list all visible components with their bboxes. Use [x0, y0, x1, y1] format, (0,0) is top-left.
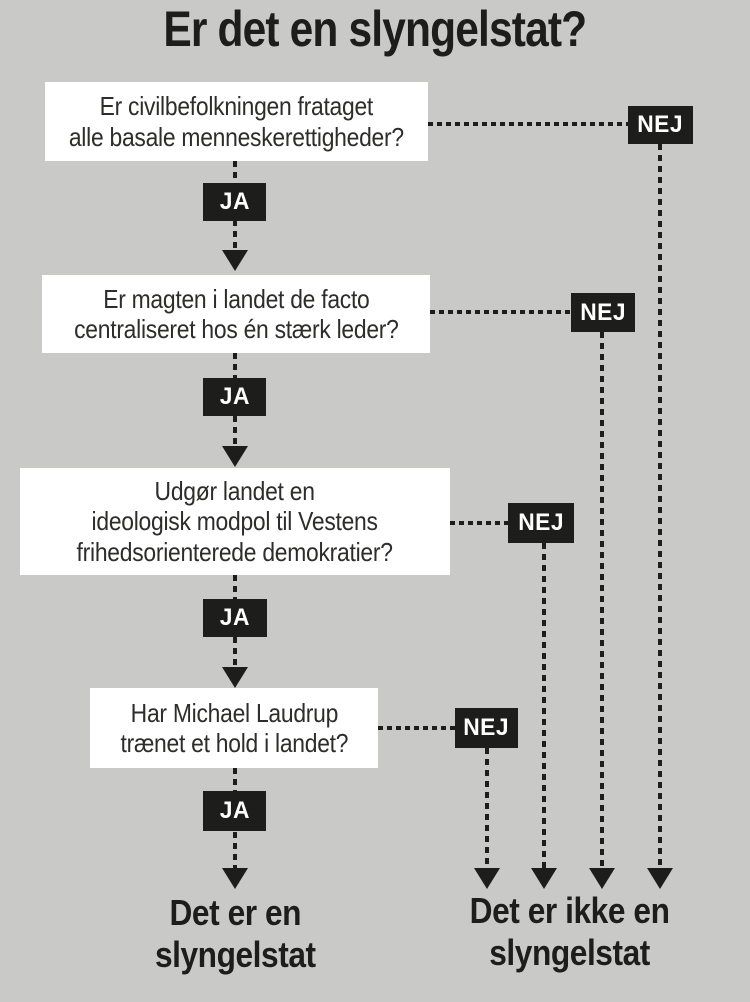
outcome-not-rogue-state: Det er ikke en slyngelstat — [395, 890, 745, 974]
dotted-connector-q1-nej1 — [428, 122, 628, 126]
arrowhead-down-icon-nej1 — [647, 868, 673, 889]
nej-label-3-text: NEJ — [518, 509, 564, 536]
nej-label-4-text: NEJ — [463, 714, 510, 741]
outcome-rogue-state: Det er en slyngelstat — [60, 892, 410, 976]
dotted-connector-q1-ja1 — [233, 161, 237, 183]
arrowhead-down-icon-ja1 — [222, 250, 248, 271]
arrowhead-down-icon-nej2 — [589, 868, 615, 889]
arrowhead-down-icon-ja4 — [222, 868, 248, 889]
question-box-1: Er civilbefolkningen frataget alle basal… — [45, 82, 428, 161]
question-box-3: Udgør landet en ideologisk modpol til Ve… — [20, 468, 450, 575]
ja-label-3-text: JA — [219, 604, 251, 631]
nej-label-2: NEJ — [571, 293, 635, 332]
outcome-rogue-state-text: Det er en slyngelstat — [154, 892, 316, 975]
ja-label-4-text: JA — [219, 797, 250, 824]
ja-label-2: JA — [203, 378, 266, 416]
dotted-connector-q2-nej2 — [430, 310, 571, 314]
nej-label-1: NEJ — [628, 106, 693, 144]
arrowhead-down-icon-ja2 — [222, 446, 248, 467]
dotted-connector-ja3-arrow — [233, 637, 237, 667]
outcome-not-rogue-state-text: Det er ikke en slyngelstat — [470, 890, 670, 973]
ja-label-1-text: JA — [219, 188, 250, 215]
question-text-3: Udgør landet en ideologisk modpol til Ve… — [76, 475, 394, 567]
question-text-4: Har Michael Laudrup trænet et hold i lan… — [120, 697, 348, 758]
dotted-connector-nej1-down — [658, 144, 662, 868]
nej-label-2-text: NEJ — [580, 298, 626, 326]
dotted-connector-ja1-arrow — [233, 220, 237, 250]
nej-label-4: NEJ — [455, 708, 518, 748]
dotted-connector-nej4-down — [485, 748, 489, 868]
nej-label-3: NEJ — [508, 503, 574, 543]
arrowhead-down-icon-nej4 — [474, 868, 500, 889]
ja-label-1: JA — [203, 183, 266, 221]
page-title-text: Er det en slyngelstat? — [163, 1, 588, 57]
dotted-connector-q2-ja2 — [233, 353, 237, 378]
ja-label-3: JA — [203, 599, 267, 637]
dotted-connector-q3-nej3 — [450, 521, 508, 525]
page-title: Er det en slyngelstat? — [0, 0, 750, 58]
question-box-4: Har Michael Laudrup trænet et hold i lan… — [90, 688, 378, 768]
dotted-connector-q3-ja3 — [233, 575, 237, 599]
question-box-2: Er magten i landet de facto centralisere… — [42, 275, 430, 353]
ja-label-4: JA — [203, 791, 266, 831]
dotted-connector-q4-nej4 — [378, 726, 455, 730]
arrowhead-down-icon-ja3 — [222, 667, 248, 688]
dotted-connector-nej2-down — [600, 332, 604, 868]
question-text-2: Er magten i landet de facto centralisere… — [73, 283, 399, 344]
question-text-1: Er civilbefolkningen frataget alle basal… — [69, 91, 404, 152]
dotted-connector-nej3-down — [542, 543, 546, 868]
dotted-connector-ja2-arrow — [233, 416, 237, 446]
ja-label-2-text: JA — [219, 383, 250, 410]
dotted-connector-ja4-arrow — [233, 832, 237, 868]
arrowhead-down-icon-nej3 — [531, 868, 557, 889]
nej-label-1-text: NEJ — [637, 111, 684, 138]
dotted-connector-q4-ja4 — [233, 768, 237, 791]
